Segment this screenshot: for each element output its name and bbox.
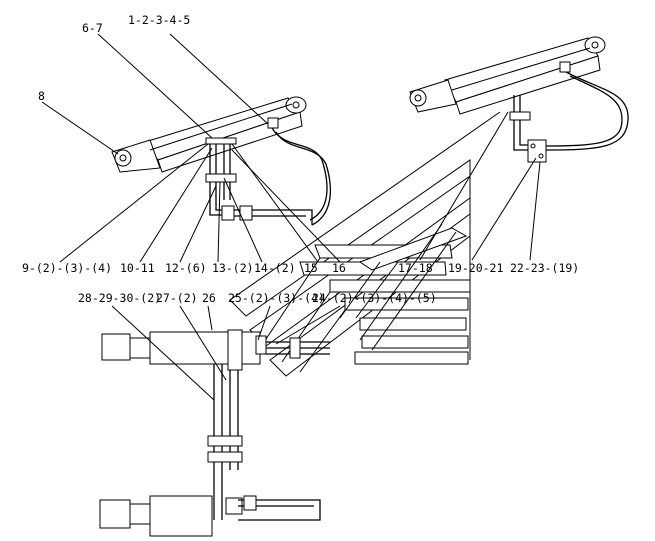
label-1-2-3-4-5: 1-2-3-4-5 — [128, 13, 190, 27]
label-9: 9-(2)-(3)-(4) — [22, 261, 112, 275]
label-8: 8 — [38, 89, 45, 103]
label-25: 25-(2)-(3)-(4) — [228, 291, 325, 305]
label-17-18: 17-18 — [398, 261, 433, 275]
label-6-7: 6-7 — [82, 21, 103, 35]
label-26: 26 — [202, 291, 216, 305]
label-24: 24-(2)-(3)-(4)-(5) — [312, 291, 437, 305]
label-10-11: 10-11 — [120, 261, 155, 275]
pipes-lower — [207, 364, 321, 521]
label-14: 14-(2) — [254, 261, 296, 275]
cylinder-upper-right — [409, 36, 606, 115]
hoses-upper-right — [509, 71, 629, 163]
label-16: 16 — [332, 261, 346, 275]
direction-arrow-graphic — [229, 111, 501, 377]
label-15: 15 — [304, 261, 318, 275]
label-22-23: 22-23-(19) — [510, 261, 579, 275]
label-13: 13-(2) — [212, 261, 254, 275]
label-28-29-30: 28-29-30-(2) — [78, 291, 161, 305]
label-12: 12-(6) — [165, 261, 207, 275]
cylinder-lower-center — [101, 329, 330, 371]
leader-lines — [41, 33, 541, 401]
cylinder-lower-left — [99, 495, 213, 537]
label-19-20-21: 19-20-21 — [448, 261, 503, 275]
part-labels: 6-7 1-2-3-4-5 8 9-(2)-(3)-(4) 10-11 12-(… — [22, 13, 579, 305]
hoses-upper-left — [205, 127, 332, 226]
label-27: 27-(2) — [156, 291, 198, 305]
